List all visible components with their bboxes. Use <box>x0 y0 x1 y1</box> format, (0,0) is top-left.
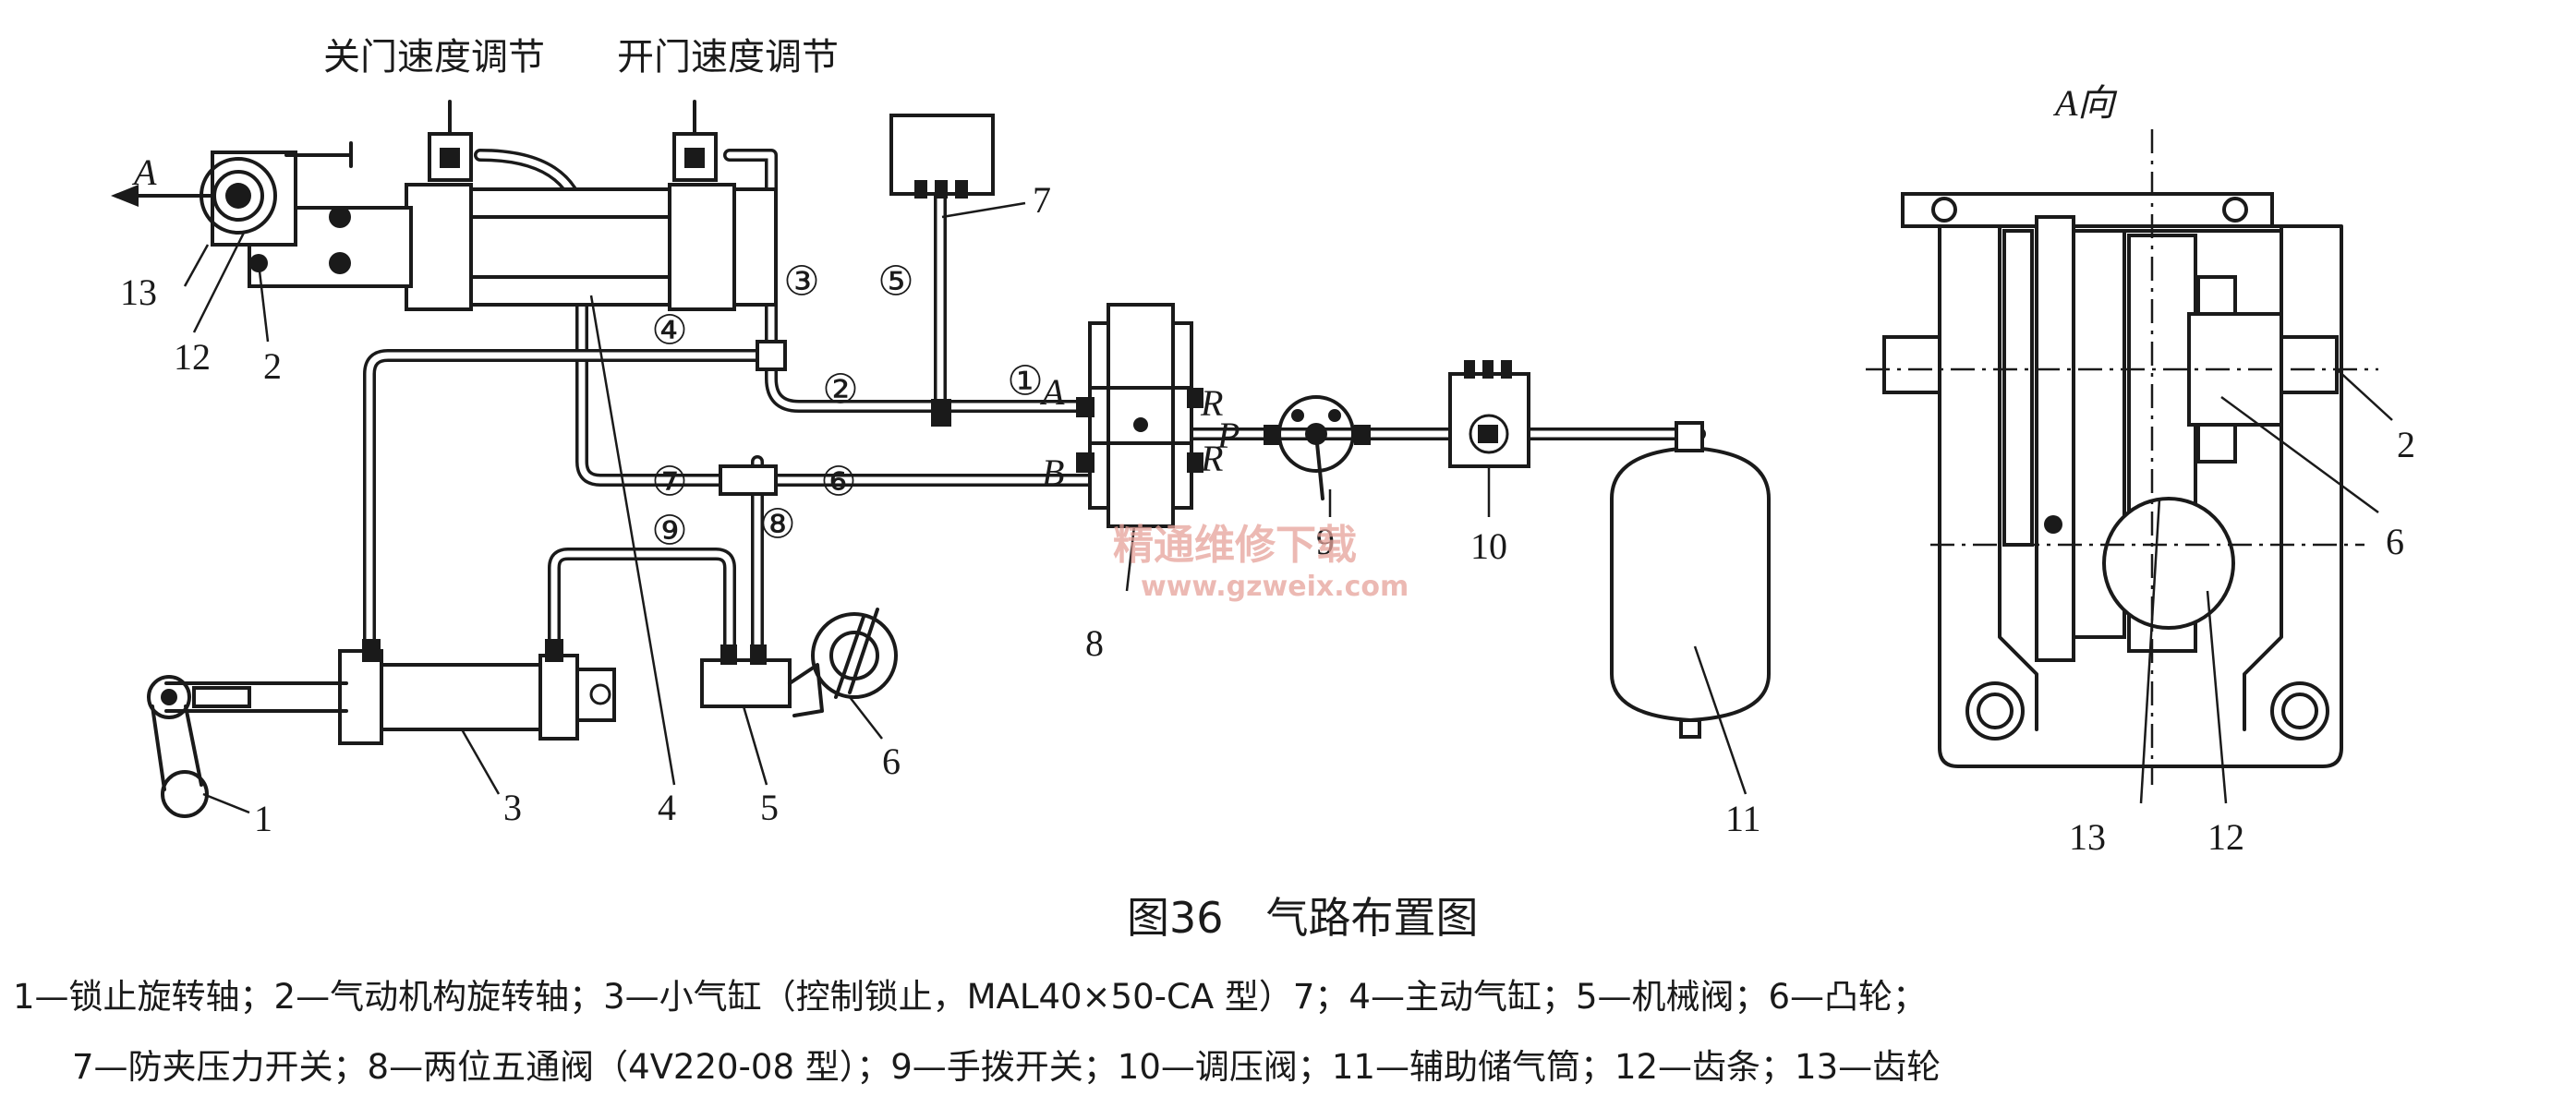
pipe-label-8: ⑧ <box>759 502 795 548</box>
view-part-label-13: 13 <box>2069 816 2106 858</box>
part-label-12: 12 <box>174 336 211 378</box>
small-cylinder <box>164 639 616 745</box>
pipe-number-labels: ① ② ③ ④ ⑤ ⑥ ⑦ ⑧ ⑨ <box>651 259 1043 554</box>
part-label-3: 3 <box>503 787 522 828</box>
caption-line-2: 7—防夹压力开关；8—两位五通阀（4V220-08 型）；9—手拨开关；10—调… <box>72 1047 1941 1087</box>
top-labels: 关门速度调节 开门速度调节 <box>323 36 839 78</box>
lock-lever <box>147 675 251 818</box>
pipe-label-9: ⑨ <box>651 509 687 554</box>
section-view-a <box>1866 129 2393 804</box>
pressure-switch <box>889 114 1026 219</box>
part-label-6: 6 <box>882 741 901 782</box>
figure-title: 图36 气路布置图 <box>1127 893 1479 943</box>
port-p-label: P <box>1216 415 1240 456</box>
view-part-label-12: 12 <box>2207 816 2244 858</box>
pressure-regulator <box>1448 360 1530 468</box>
cam <box>811 608 898 699</box>
hand-switch <box>1264 395 1371 500</box>
pipe-label-4: ④ <box>651 308 687 354</box>
part-number-labels: 1 2 3 4 5 6 7 8 9 10 11 12 13 <box>120 179 1761 839</box>
view-part-label-6: 6 <box>2386 521 2404 562</box>
tee-fittings <box>719 340 951 496</box>
air-reservoir <box>1610 421 1771 739</box>
watermark-title: 精通维修下载 <box>1113 522 1357 569</box>
pipe-label-2: ② <box>822 367 858 413</box>
close-speed-label: 关门速度调节 <box>323 36 545 78</box>
view-part-labels: 2 6 13 12 <box>2069 424 2415 858</box>
port-a-label: A <box>1039 371 1065 413</box>
port-r2-label: R <box>1200 438 1223 479</box>
part-label-2: 2 <box>263 345 282 387</box>
part-label-9: 9 <box>1316 521 1335 562</box>
watermark-url: www.gzweix.com <box>1141 571 1409 603</box>
pipe-label-5: ⑤ <box>877 259 913 305</box>
port-b-label: B <box>1042 452 1064 493</box>
part-label-4: 4 <box>658 787 676 828</box>
view-part-label-2: 2 <box>2397 424 2415 465</box>
part-label-10: 10 <box>1470 525 1507 567</box>
pipe-label-6: ⑥ <box>820 460 856 505</box>
leader-lines <box>183 230 1748 814</box>
main-cylinder <box>200 100 778 311</box>
pipe-label-3: ③ <box>783 259 819 305</box>
part-label-8: 8 <box>1085 622 1104 664</box>
port-r1-label: R <box>1200 382 1223 424</box>
part-label-5: 5 <box>760 787 779 828</box>
view-arrow-head <box>111 185 139 207</box>
mechanical-valve <box>700 644 824 717</box>
caption-line-1: 1—锁止旋转轴；2—气动机构旋转轴；3—小气缸（控制锁止，MAL40×50-CA… <box>13 977 1927 1017</box>
part-label-13: 13 <box>120 271 157 313</box>
part-label-7: 7 <box>1033 179 1051 221</box>
part-label-11: 11 <box>1725 798 1761 839</box>
view-title: A向 <box>2052 82 2117 124</box>
pipe-label-7: ⑦ <box>651 460 687 505</box>
view-arrow-label: A <box>131 151 157 193</box>
five-two-valve <box>1076 303 1203 592</box>
open-speed-label: 开门速度调节 <box>617 36 839 78</box>
pipe-label-1: ① <box>1007 359 1043 404</box>
port-labels: A B P R R <box>1039 371 1240 493</box>
part-label-1: 1 <box>254 798 272 839</box>
